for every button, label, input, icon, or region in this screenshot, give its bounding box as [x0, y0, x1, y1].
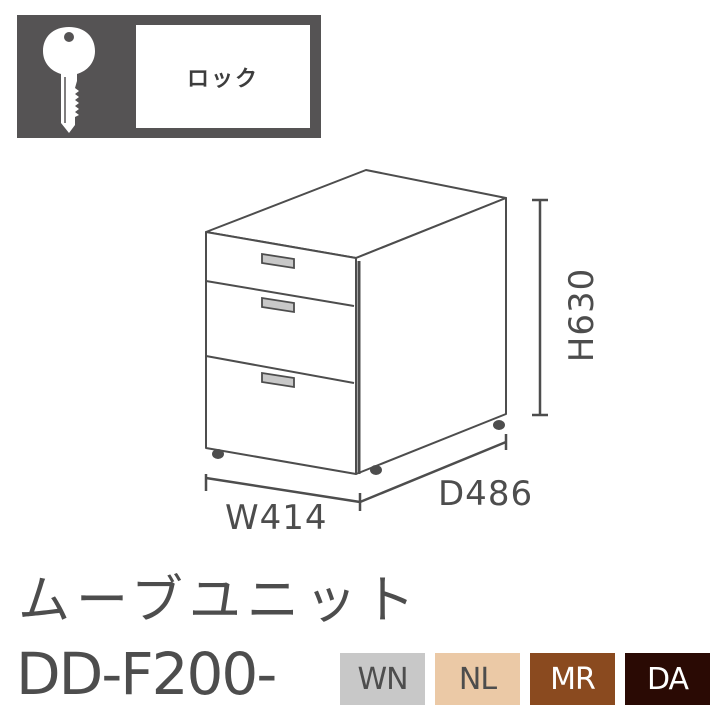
lock-label: ロック [186, 66, 259, 92]
lock-label-box: ロック [136, 25, 310, 128]
color-swatch-nl: NL [435, 653, 520, 705]
color-swatch-mr: MR [530, 653, 615, 705]
drawer-handle-2 [261, 296, 295, 314]
color-code: WN [357, 661, 408, 697]
drawer-handle-1 [261, 252, 295, 270]
key-icon [43, 27, 95, 133]
width-dimension: W414 [225, 498, 328, 538]
color-code: NL [458, 661, 497, 697]
product-name: ムーブユニット [18, 571, 421, 631]
color-swatch-da: DA [625, 653, 710, 705]
pedestal-drawing [204, 169, 548, 511]
drawer-handle-3 [261, 371, 295, 389]
color-swatch-wn: WN [340, 653, 425, 705]
lock-feature-badge: ロック [17, 15, 321, 138]
color-swatches: WN NL MR DA [340, 653, 710, 705]
depth-dimension: D486 [438, 474, 534, 514]
height-dimension: H630 [562, 267, 603, 363]
model-code: DD-F200- [16, 640, 277, 708]
color-code: MR [550, 661, 596, 697]
color-code: DA [646, 661, 689, 697]
